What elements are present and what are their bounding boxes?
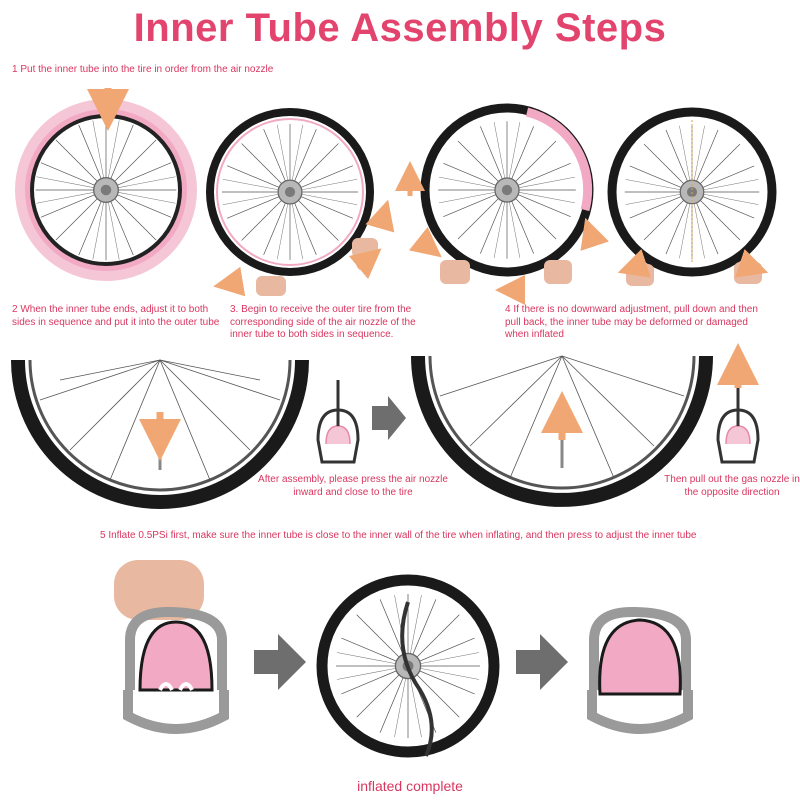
press-nozzle-caption: After assembly, please press the air noz… (258, 474, 448, 498)
hand-image (352, 238, 378, 258)
pull-nozzle-caption: Then pull out the gas nozzle in the oppo… (664, 474, 800, 498)
wheel-closeup-right (411, 355, 713, 507)
hand-image (256, 276, 286, 296)
step-5-caption: 5 Inflate 0.5PSi first, make sure the in… (100, 530, 697, 541)
orange-arrow (365, 199, 395, 233)
gray-right-arrow (254, 634, 306, 690)
step-2-caption: 2 When the inner tube ends, adjust it to… (12, 304, 220, 328)
hand-image (544, 260, 572, 284)
tire-cross-section-press (316, 380, 360, 464)
wheel-step-3 (420, 103, 594, 277)
wheel-closeup-left (11, 359, 309, 509)
gray-right-arrow (516, 634, 568, 690)
step-3-caption: 3. Begin to receive the outer tire from … (230, 304, 416, 340)
hand-image (114, 560, 204, 620)
gray-right-arrow (372, 396, 406, 440)
orange-arrow (348, 248, 382, 280)
pump-hose (400, 601, 434, 757)
tire-cross-section-pull (716, 372, 760, 464)
orange-arrow (735, 249, 769, 278)
inner-tube-cross-section-left (123, 606, 229, 734)
wheel-step-1 (15, 99, 197, 281)
wheel-inflating (316, 574, 500, 758)
wheel-step-2 (206, 108, 374, 276)
inner-tube-cross-section-right (587, 606, 693, 734)
page-title: Inner Tube Assembly Steps (133, 6, 667, 50)
orange-arrow (408, 226, 442, 258)
orange-arrow (580, 217, 609, 251)
step-4-caption: 4 If there is no downward adjustment, pu… (505, 304, 758, 340)
hand-image (440, 260, 470, 284)
step-1-caption: 1 Put the inner tube into the tire in or… (12, 64, 274, 75)
orange-arrow (617, 249, 651, 278)
wheel-step-4 (607, 107, 777, 277)
inflated-complete-caption: inflated complete (357, 778, 463, 794)
orange-arrow (213, 266, 246, 297)
